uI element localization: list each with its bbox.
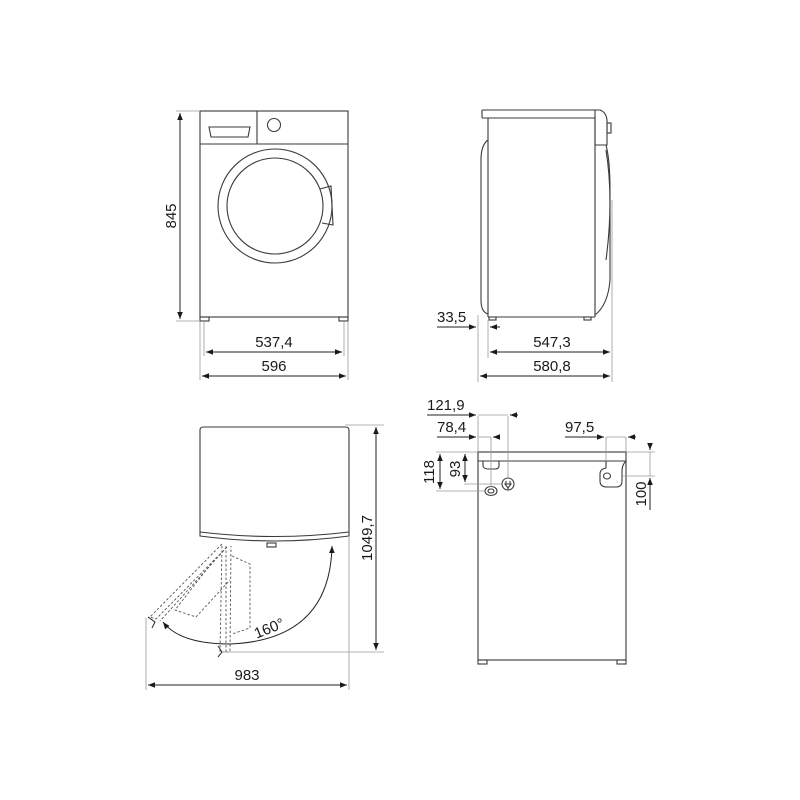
door-handle xyxy=(319,185,334,226)
side-door-bulge xyxy=(480,139,489,315)
rear-outlet-1-vertical-label: 93 xyxy=(447,461,464,478)
top-total-depth-label: 1049,7 xyxy=(359,515,376,561)
open-door-outline xyxy=(147,543,251,658)
front-body-outline xyxy=(199,110,349,318)
front-height-label: 845 xyxy=(163,203,180,228)
front-view: 845 537,4 596 xyxy=(163,110,349,380)
rear-outlet-2-horizontal-label: 78,4 xyxy=(437,419,466,436)
rear-body-outline xyxy=(477,451,627,661)
side-rear-cover xyxy=(594,144,611,316)
front-inner-width-label: 537,4 xyxy=(255,334,293,351)
door-angle-label: 160° xyxy=(252,615,287,642)
front-outer-width-label: 596 xyxy=(261,358,286,375)
side-door-offset-label: 33,5 xyxy=(437,309,466,326)
rear-inlet-horizontal-label: 97,5 xyxy=(565,419,594,436)
drain-outlet xyxy=(484,485,498,497)
side-body-depth-label: 547,3 xyxy=(533,334,571,351)
rear-view: 121,9 78,4 97,5 118 93 100 xyxy=(421,397,655,665)
detergent-drawer xyxy=(208,126,251,138)
side-top-panel xyxy=(482,109,608,146)
rear-handle-recess xyxy=(482,461,500,470)
water-inlet xyxy=(599,460,627,488)
rear-inlet-vertical-label: 100 xyxy=(633,481,650,506)
side-total-depth-label: 580,8 xyxy=(533,358,571,375)
door-outer-ring xyxy=(217,148,333,264)
door-glass xyxy=(226,157,324,255)
rear-outlet-1-horizontal-label: 121,9 xyxy=(427,397,465,414)
top-body-outline xyxy=(199,426,350,542)
rear-outlet-2-vertical-label: 118 xyxy=(421,460,438,484)
top-total-width-label: 983 xyxy=(234,667,259,684)
program-knob xyxy=(266,117,282,133)
top-view-door-open: 160° 1049,7 983 xyxy=(145,424,384,690)
side-view: 33,5 547,3 580,8 xyxy=(437,109,613,382)
